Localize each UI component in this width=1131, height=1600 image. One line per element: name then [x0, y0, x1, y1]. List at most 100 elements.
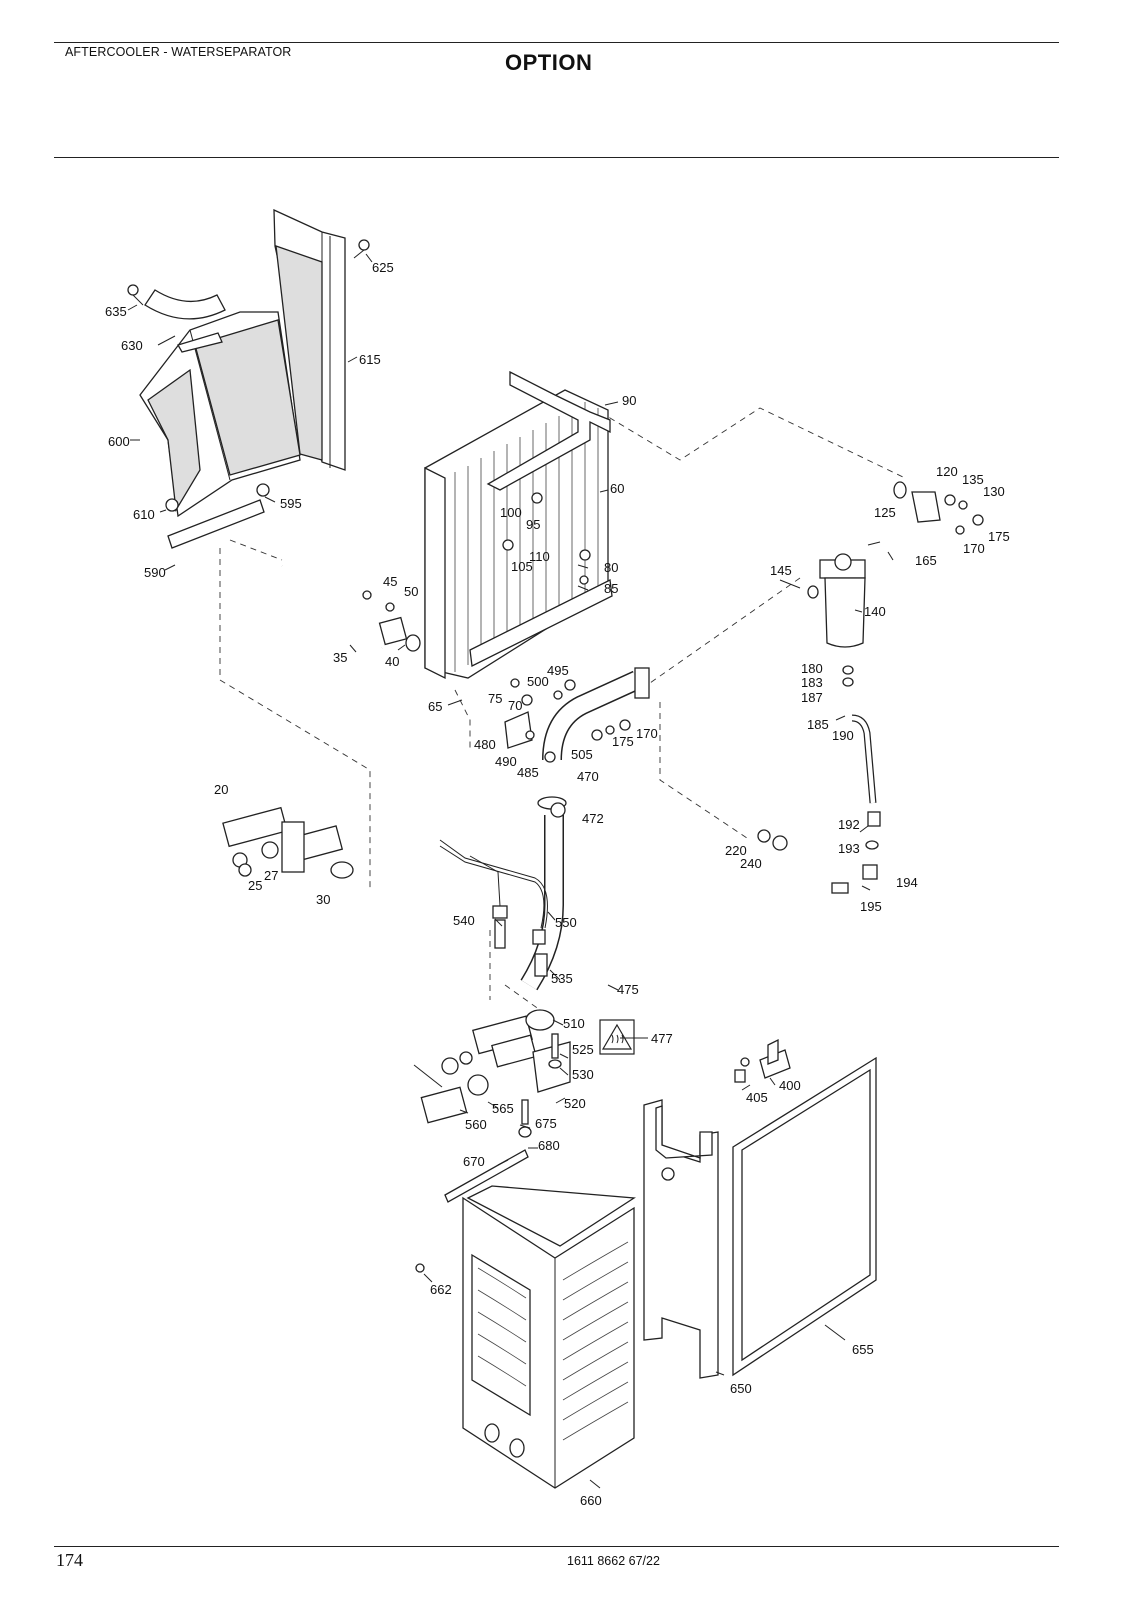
callout-140: 140: [864, 604, 886, 619]
callout-480: 480: [474, 737, 496, 752]
callout-670: 670: [463, 1154, 485, 1169]
callout-65: 65: [428, 699, 442, 714]
callout-170-filter: 170: [963, 541, 985, 556]
document-code: 1611 8662 67/22: [567, 1554, 660, 1568]
callout-120: 120: [936, 464, 958, 479]
callout-595: 595: [280, 496, 302, 511]
leader-lines: [127, 253, 894, 1489]
callout-85: 85: [604, 581, 618, 596]
panel-655: [732, 1056, 877, 1377]
callout-400: 400: [779, 1078, 801, 1093]
callout-175-filter: 175: [988, 529, 1010, 544]
callout-145: 145: [770, 563, 792, 578]
callout-530: 530: [572, 1067, 594, 1082]
callout-125: 125: [874, 505, 896, 520]
cabinet-660: [415, 1185, 636, 1489]
callout-680: 680: [538, 1138, 560, 1153]
callout-187: 187: [801, 690, 823, 705]
header-top-rule: [54, 42, 1059, 43]
callout-615: 615: [359, 352, 381, 367]
callout-510: 510: [563, 1016, 585, 1031]
hose-35: [277, 563, 421, 656]
callout-50: 50: [404, 584, 418, 599]
aftercooler-core: [424, 370, 613, 680]
callout-655: 655: [852, 1342, 874, 1357]
callout-90: 90: [622, 393, 636, 408]
option-label: OPTION: [505, 50, 593, 75]
outlet-pipe: [504, 667, 650, 991]
callout-193-upper: 193: [838, 841, 860, 856]
callout-240: 240: [740, 856, 762, 871]
callout-170-pipe: 170: [636, 726, 658, 741]
fasteners: [127, 239, 984, 1067]
callout-650: 650: [730, 1381, 752, 1396]
callout-475: 475: [617, 982, 639, 997]
callout-635: 635: [105, 304, 127, 319]
callout-550: 550: [555, 915, 577, 930]
callout-505: 505: [571, 747, 593, 762]
callout-520: 520: [564, 1096, 586, 1111]
callout-565: 565: [492, 1101, 514, 1116]
callout-95: 95: [526, 517, 540, 532]
callout-180: 180: [801, 661, 823, 676]
callout-135: 135: [962, 472, 984, 487]
callout-190: 190: [832, 728, 854, 743]
callout-405: 405: [746, 1090, 768, 1105]
shroud-assembly: [139, 208, 346, 549]
callout-100: 100: [500, 505, 522, 520]
section-title: AFTERCOOLER - WATERSEPARATOR: [65, 45, 292, 59]
callout-labels: 625 635 630 615 600 610 595 590 90 60 10…: [105, 260, 1010, 1508]
callout-500: 500: [527, 674, 549, 689]
bracket-400: [734, 1038, 791, 1083]
callout-477: 477: [651, 1031, 673, 1046]
callout-630: 630: [121, 338, 143, 353]
callout-30: 30: [316, 892, 330, 907]
valve-assembly: [413, 1009, 571, 1203]
callout-472: 472: [582, 811, 604, 826]
callout-185: 185: [807, 717, 829, 732]
page-number: 174: [56, 1550, 83, 1570]
callout-540: 540: [453, 913, 475, 928]
callout-485: 485: [517, 765, 539, 780]
hot-surface-warning-icon: [599, 1019, 635, 1055]
callout-590: 590: [144, 565, 166, 580]
callout-195: 195: [860, 899, 882, 914]
callout-495: 495: [547, 663, 569, 678]
callout-175-pipe: 175: [612, 734, 634, 749]
callout-220: 220: [725, 843, 747, 858]
manifold-20: [222, 806, 354, 879]
callout-194: 194: [896, 875, 918, 890]
callout-105: 105: [511, 559, 533, 574]
callout-525: 525: [572, 1042, 594, 1057]
callout-490: 490: [495, 754, 517, 769]
header-bottom-rule: [54, 157, 1059, 158]
callout-70: 70: [508, 698, 522, 713]
callout-20: 20: [214, 782, 228, 797]
callout-535: 535: [551, 971, 573, 986]
filter-140: [807, 481, 941, 648]
callout-35: 35: [333, 650, 347, 665]
callout-27: 27: [264, 868, 278, 883]
callout-183: 183: [801, 675, 823, 690]
callout-60: 60: [610, 481, 624, 496]
callout-610: 610: [133, 507, 155, 522]
callout-600: 600: [108, 434, 130, 449]
footer-rule: [54, 1546, 1059, 1547]
callout-45: 45: [383, 574, 397, 589]
callout-662: 662: [430, 1282, 452, 1297]
callout-75: 75: [488, 691, 502, 706]
callout-660: 660: [580, 1493, 602, 1508]
callout-110: 110: [529, 549, 550, 564]
callout-192: 192: [838, 817, 860, 832]
callout-675: 675: [535, 1116, 557, 1131]
sensor-cable: [439, 839, 548, 977]
callout-80: 80: [604, 560, 618, 575]
drain-line: [831, 665, 881, 894]
callout-165: 165: [915, 553, 937, 568]
callout-560: 560: [465, 1117, 487, 1132]
callout-625: 625: [372, 260, 394, 275]
callout-25: 25: [248, 878, 262, 893]
assembly-dashed-lines: [219, 407, 906, 1011]
callout-130: 130: [983, 484, 1005, 499]
